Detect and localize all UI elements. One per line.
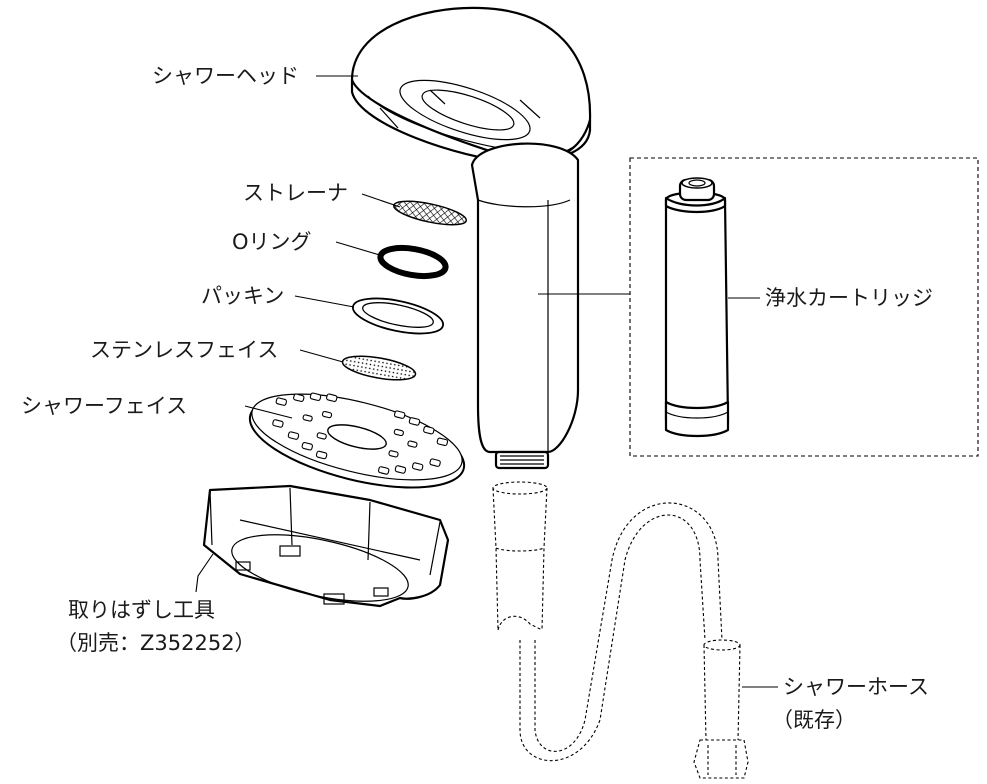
shower-head — [350, 6, 592, 164]
stainless-face — [341, 355, 417, 381]
label-shower-hose-note: （既存） — [772, 708, 856, 732]
removal-tool — [202, 484, 450, 608]
label-strainer: ストレーナ — [243, 181, 348, 205]
shower-hose — [492, 481, 749, 779]
label-packing: パッキン — [201, 284, 285, 308]
o-ring — [377, 244, 449, 280]
packing — [351, 297, 445, 335]
cartridge-box — [629, 157, 979, 457]
cartridge — [664, 177, 730, 438]
label-stainless-face: ステンレスフェイス — [90, 338, 279, 362]
label-cartridge: 浄水カートリッジ — [765, 286, 933, 310]
label-removal-tool: 取りはずし工具 — [68, 598, 215, 622]
shower-handle — [470, 142, 580, 470]
leader-lines — [195, 75, 778, 688]
label-removal-tool-note: （別売：Z352252） — [56, 631, 256, 655]
label-shower-face: シャワーフェイス — [21, 394, 188, 418]
shower-face — [248, 392, 466, 489]
label-shower-head: シャワーヘッド — [152, 64, 299, 88]
label-o-ring: Oリング — [232, 230, 312, 254]
label-shower-hose: シャワーホース — [783, 675, 929, 699]
strainer — [393, 200, 467, 226]
